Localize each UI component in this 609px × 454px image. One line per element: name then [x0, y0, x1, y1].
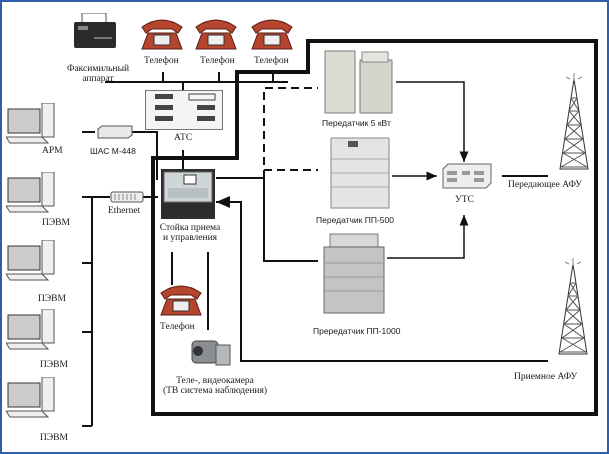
switch-unit-icon [442, 163, 492, 189]
antenna-tower-icon [559, 73, 589, 170]
fax-label: Факсимильный аппарат [58, 64, 138, 84]
pbx-icon [145, 90, 223, 130]
telephone-icon [195, 19, 237, 50]
tx-antenna-label: Передающее АФУ [508, 180, 582, 190]
tx500-label: Передатчик ПП-500 [316, 215, 394, 225]
transmitter-icon [330, 137, 390, 209]
pevm-bus-line [82, 197, 93, 427]
pevm-3-label: ПЭВМ [40, 360, 68, 370]
ats-label: АТС [174, 133, 193, 143]
control-rack-icon [161, 169, 215, 219]
phone-3-label: Телефон [254, 56, 289, 66]
stand-tx-line [216, 177, 318, 262]
modem-icon [97, 125, 133, 139]
ethernet-label: Ethernet [108, 206, 141, 216]
computer-icon [6, 377, 55, 418]
phone-bus-line [105, 72, 288, 90]
arm-label: АРМ [42, 146, 63, 156]
transmitter-icon [324, 50, 393, 114]
rx-stand-line [216, 196, 548, 362]
stand-label-line1: Стойка приема [159, 223, 221, 233]
tx5-uts-line [396, 81, 469, 162]
shas-label: ШАС М-448 [90, 146, 136, 156]
fax-machine-icon [74, 13, 116, 48]
computer-icon [6, 309, 55, 350]
telephone-icon [251, 19, 293, 50]
stand-label-line2: и управления [162, 233, 218, 243]
computer-icon [6, 172, 55, 213]
antenna-tower-icon [558, 258, 588, 355]
uts-label: УТС [455, 195, 474, 205]
phone-1-label: Телефон [144, 56, 179, 66]
stand-phone-line [171, 252, 209, 330]
camera-label-line2: (ТВ система наблюдения) [162, 386, 268, 396]
computer-icon [6, 240, 55, 281]
camera-label: Теле-, видеокамера (ТВ система наблюдени… [150, 376, 280, 396]
video-camera-icon [191, 340, 231, 366]
phone-4-label: Телефон [160, 322, 195, 332]
fax-label-line2: аппарат [82, 74, 114, 84]
pevm-2-label: ПЭВМ [38, 294, 66, 304]
switch-icon [110, 191, 144, 203]
arm-shas-line [82, 131, 158, 180]
system-boundary [151, 39, 598, 416]
camera-label-line1: Теле-, видеокамера [176, 376, 254, 386]
pevm-4-label: ПЭВМ [40, 433, 68, 443]
dashed-control-line [263, 87, 318, 178]
tx5-label: Передатчик 5 кВт [322, 118, 391, 128]
pevm-1-label: ПЭВМ [42, 218, 70, 228]
rx-antenna-label: Приемное АФУ [514, 372, 578, 382]
computer-icon [6, 103, 55, 144]
tx1000-label: Прередатчик ПП-1000 [313, 326, 401, 336]
tx1000-uts-line [387, 215, 469, 259]
telephone-icon [141, 19, 183, 50]
telephone-icon [160, 285, 202, 316]
stand-label: Стойка приема и управления [150, 223, 230, 243]
phone-2-label: Телефон [200, 56, 235, 66]
transmitter-icon [323, 233, 385, 314]
fax-label-line1: Факсимильный [66, 64, 130, 74]
